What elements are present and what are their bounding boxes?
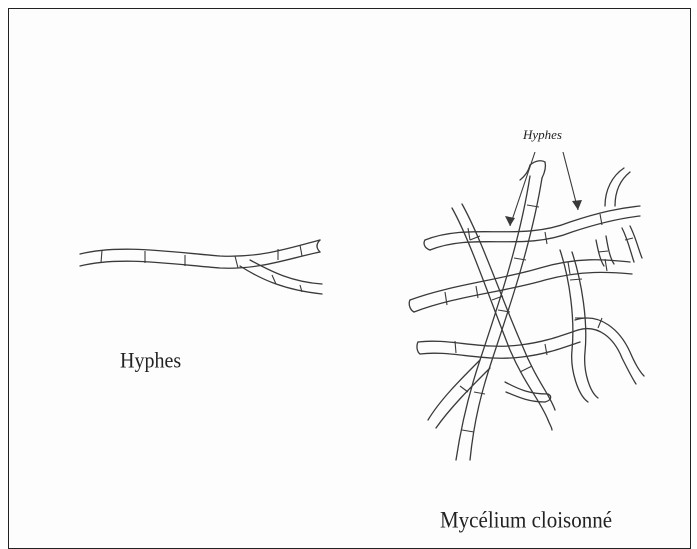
arrowhead-right: [572, 200, 582, 210]
septate-mycelium-label: Mycélium cloisonné: [440, 507, 612, 535]
hyphae-annotation-label: Hyphes: [523, 127, 562, 143]
arrowhead-left: [505, 216, 515, 226]
mycelium-network: [409, 161, 644, 460]
annotation-arrows: [505, 152, 582, 226]
hypha-single: [80, 240, 322, 294]
hyphae-label: Hyphes: [120, 349, 181, 374]
